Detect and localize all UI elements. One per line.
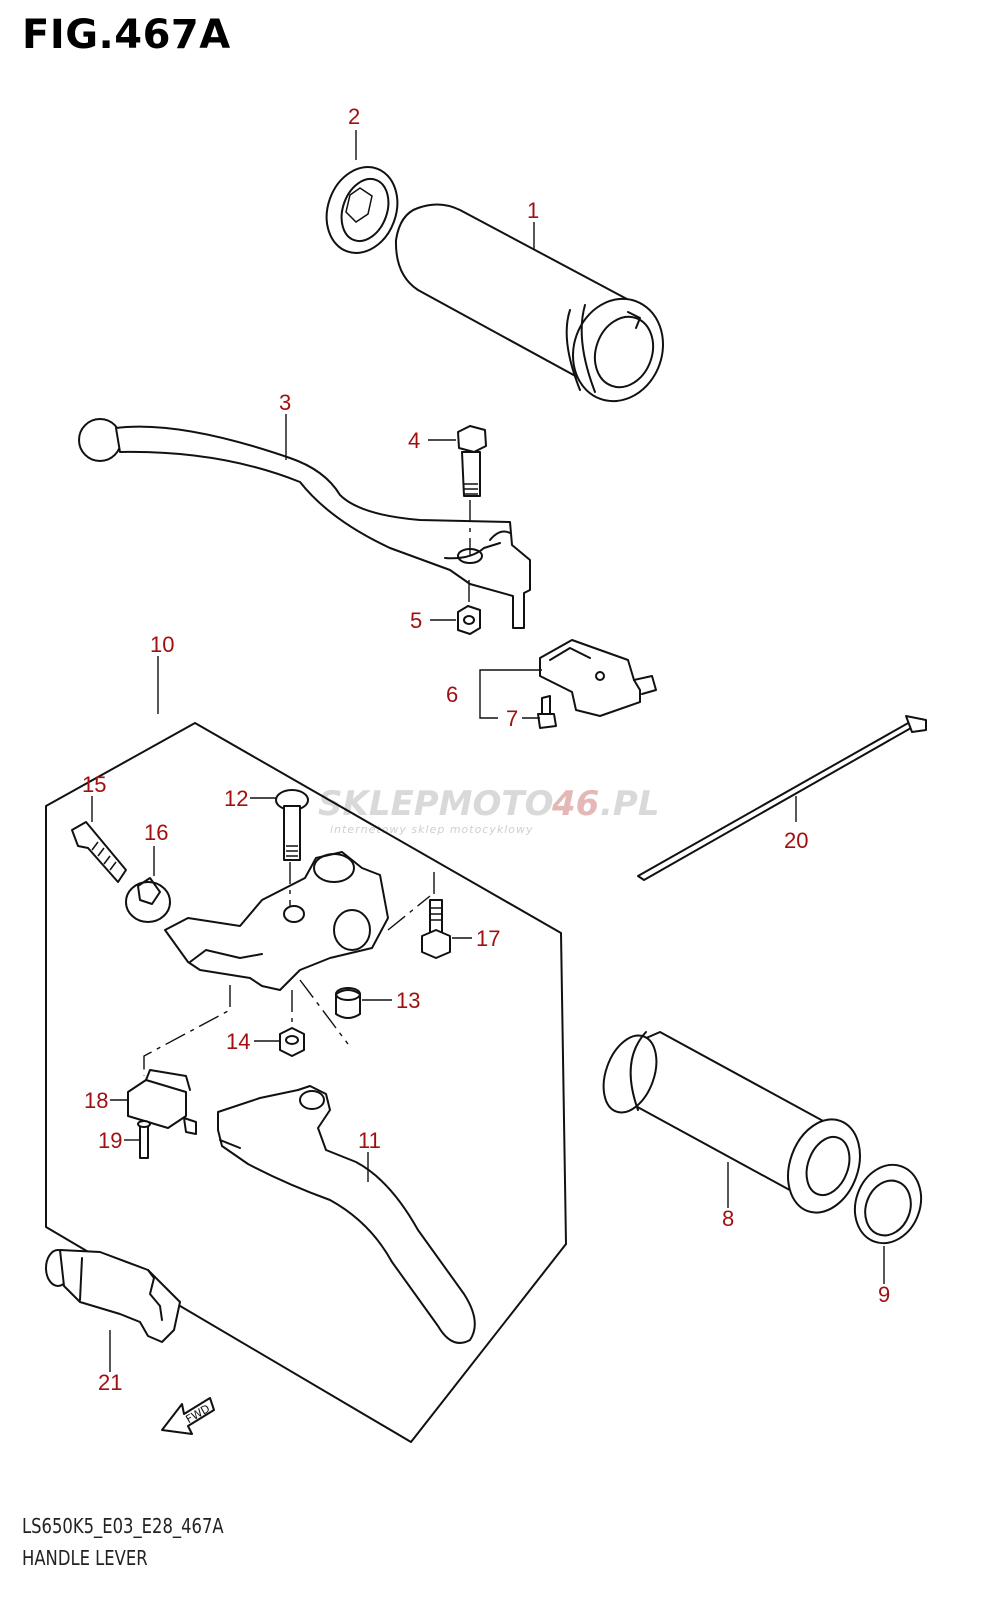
callout-21: 21	[98, 1370, 122, 1395]
bushing-axis-line	[299, 979, 349, 1045]
callout-2: 2	[348, 104, 360, 129]
watermark-brand-b: 46	[551, 784, 599, 824]
part-3-brake-lever	[78, 418, 531, 629]
switch-routing-line	[143, 985, 231, 1076]
callout-13: 13	[396, 988, 420, 1013]
part-6-brake-switch	[539, 639, 657, 717]
callout-5: 5	[410, 608, 422, 633]
callout-10: 10	[150, 632, 174, 657]
part-20-cable-tie	[637, 715, 927, 881]
part-15-adjuster-bolt	[71, 821, 127, 883]
part-8-handlebar-grip	[602, 1031, 861, 1214]
leader-lines	[91, 130, 885, 1372]
callout-8: 8	[722, 1206, 734, 1231]
callout-3: 3	[279, 390, 291, 415]
watermark-brand-a: SKLEPMOTO	[318, 784, 553, 824]
fwd-direction-marker: FWD	[161, 1397, 215, 1435]
part-14-nut	[279, 1027, 305, 1057]
callout-20: 20	[784, 828, 808, 853]
callout-7: 7	[506, 706, 518, 731]
callout-14: 14	[226, 1029, 250, 1054]
callout-1: 1	[527, 198, 539, 223]
figure-code: LS650K5_E03_E28_467A	[22, 1514, 224, 1538]
clutch-lever-holder	[164, 851, 389, 991]
callout-16: 16	[144, 820, 168, 845]
callout-labels: 2 1 3 4 5 10 6 7 15 12 16 20 17 13 14 18…	[82, 104, 890, 1395]
part-12-pivot-pin	[275, 789, 309, 861]
callout-18: 18	[84, 1088, 108, 1113]
callout-12: 12	[224, 786, 248, 811]
assembly-outline-box	[45, 722, 567, 1443]
watermark-brand-c: .PL	[600, 784, 660, 824]
part-5-nut	[457, 605, 481, 635]
callout-19: 19	[98, 1128, 122, 1153]
part-7-screw	[537, 695, 557, 729]
part-16-adjuster-dial	[125, 877, 171, 923]
figure-title: FIG.467A	[22, 12, 231, 58]
part-13-bushing	[335, 987, 361, 1019]
part-4-pivot-bolt	[457, 425, 487, 497]
part-21-lever-boot	[45, 1249, 181, 1343]
part-9-end-cap	[853, 1163, 923, 1245]
part-1-throttle-grip	[394, 203, 665, 403]
callout-11: 11	[358, 1128, 381, 1153]
callout-15: 15	[82, 772, 106, 797]
callout-9: 9	[878, 1282, 890, 1307]
callout-6: 6	[446, 682, 458, 707]
part-11-clutch-lever	[217, 1085, 476, 1344]
bolt-17-axis-line	[387, 872, 435, 931]
part-2-grip-end-ring	[325, 166, 399, 254]
part-18-clutch-switch	[127, 1069, 197, 1135]
part-19-screw	[137, 1120, 151, 1159]
callout-4: 4	[408, 428, 420, 453]
watermark-tagline: internetowy sklep motocyklowy	[330, 823, 534, 836]
figure-name: HANDLE LEVER	[22, 1546, 148, 1570]
callout-17: 17	[476, 926, 500, 951]
part-17-bolt	[421, 899, 451, 959]
watermark: SKLEPMOTO 46 .PL internetowy sklep motoc…	[318, 784, 660, 836]
